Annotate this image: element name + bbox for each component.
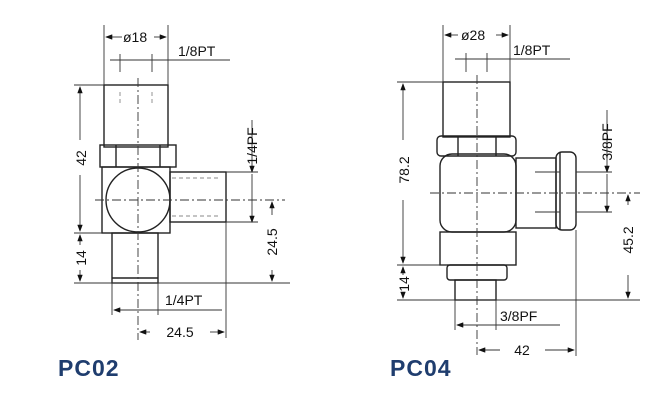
- pc04-height-label: 78.2: [396, 156, 412, 183]
- pc04-model-title: PC04: [390, 355, 452, 381]
- pc04-stem-label: 14: [396, 276, 412, 292]
- pc04-drawing: ø28 1/8PT 78.2 14 3/8PF 45.2 3/8PF 42: [396, 25, 640, 358]
- pc02-offset-v-label: 24.5: [264, 228, 280, 255]
- pc04-bottom-port-label: 3/8PF: [500, 308, 537, 324]
- pc04-diameter-label: ø28: [461, 27, 485, 43]
- pc04-side-port-label: 3/8PF: [599, 123, 615, 160]
- pc02-side-port-label: 1/4PF: [244, 127, 260, 164]
- pc04-top-port-label: 1/8PT: [513, 42, 551, 58]
- pc04-offset-v-label: 45.2: [620, 226, 636, 253]
- pc02-top-port-label: 1/8PT: [178, 43, 216, 59]
- pc02-height-label: 42: [73, 150, 89, 166]
- pc02-drawing: ø18 1/8PT 42 14 1/4PF 24.5 1/4PT 24.5: [73, 25, 290, 340]
- pc02-diameter-label: ø18: [123, 29, 147, 45]
- pc04-offset-h-label: 42: [514, 342, 530, 358]
- pc02-offset-h-label: 24.5: [166, 324, 193, 340]
- pc02-stem-label: 14: [73, 250, 89, 266]
- pc02-bottom-port-label: 1/4PT: [165, 292, 203, 308]
- pc02-model-title: PC02: [58, 355, 120, 381]
